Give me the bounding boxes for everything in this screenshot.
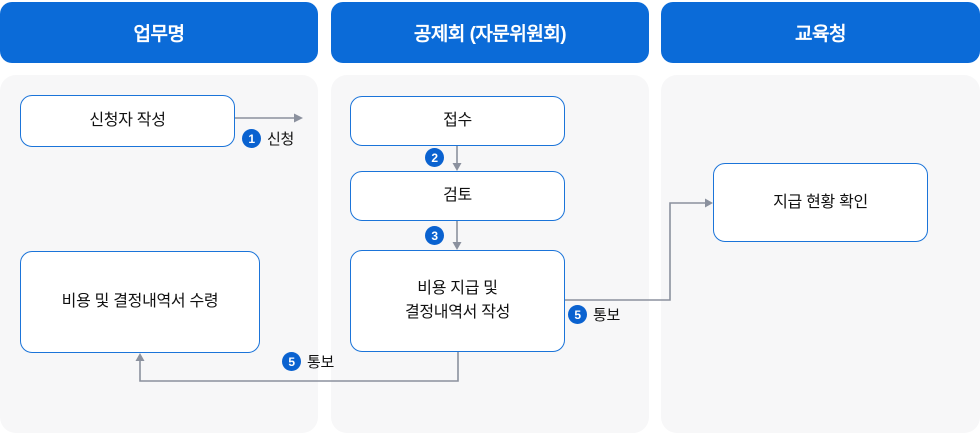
- step-number-badge: 1: [242, 129, 261, 148]
- step-number-badge: 3: [425, 226, 444, 245]
- column-title: 공제회 (자문위원회): [413, 24, 567, 45]
- node-check-payment-status: 지급 현황 확인: [713, 163, 928, 242]
- node-label: 지급 현황 확인: [773, 193, 868, 211]
- column-header-education-office: 교육청: [661, 2, 980, 63]
- lane-education-office: [661, 75, 980, 433]
- step-label: 통보: [307, 354, 335, 371]
- node-applicant-write: 신청자 작성: [20, 95, 235, 147]
- step-number-badge: 5: [282, 352, 301, 371]
- step-label: 신청: [267, 131, 295, 148]
- node-receipt: 접수: [350, 96, 565, 146]
- column-title: 교육청: [795, 24, 846, 45]
- step-1-apply: 1 신청: [242, 128, 294, 149]
- step-2: 2: [425, 148, 444, 167]
- node-label: 접수: [443, 112, 472, 129]
- node-label-line1: 비용 지급 및: [417, 280, 498, 297]
- node-receive-cost-and-statement: 비용 및 결정내역서 수령: [20, 251, 260, 353]
- step-5-notify-applicant: 5 통보: [282, 351, 334, 372]
- node-label: 검토: [443, 187, 472, 204]
- node-label-line2: 결정내역서 작성: [404, 304, 511, 321]
- node-label: 비용 및 결정내역서 수령: [61, 293, 219, 310]
- step-label: 통보: [593, 307, 621, 324]
- column-title: 업무명: [133, 24, 185, 45]
- step-number-badge: 2: [425, 148, 444, 167]
- step-5-notify-education-office: 5 통보: [568, 304, 620, 325]
- column-header-mutual-aid-committee: 공제회 (자문위원회): [331, 2, 649, 63]
- step-3: 3: [425, 226, 444, 245]
- step-number-badge: 5: [568, 305, 587, 324]
- node-payment-and-statement-write: 비용 지급 및 결정내역서 작성: [350, 250, 565, 352]
- column-header-task-name: 업무명: [0, 2, 318, 63]
- node-review: 검토: [350, 171, 565, 221]
- node-label: 신청자 작성: [89, 112, 166, 129]
